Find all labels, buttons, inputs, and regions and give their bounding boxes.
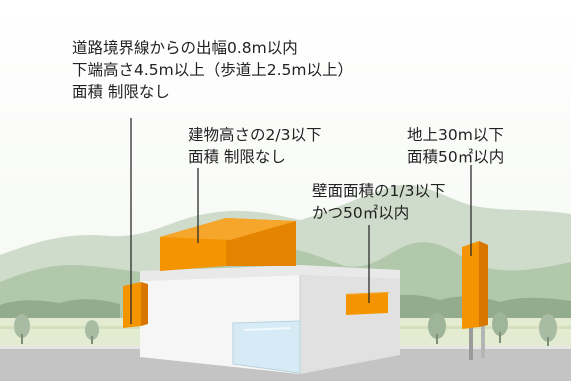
rooftop-sign-label-line1: 建物高さの2/3以下 — [188, 126, 322, 144]
wall-sign — [346, 292, 390, 315]
wall-sign-label-line2: かつ50㎡以内 — [312, 204, 410, 222]
trees-right — [428, 312, 557, 346]
rooftop-sign — [160, 218, 296, 271]
pole-sign-label: 地上30m以下 面積50㎡以内 — [407, 124, 504, 168]
rooftop-sign-label: 建物高さの2/3以下 面積 制限なし — [188, 124, 321, 168]
projecting-sign-label: 道路境界線からの出幅0.8m以内 下端高さ4.5m以上（歩道上2.5m以上） 面… — [72, 37, 353, 103]
wall-sign-label-line1: 壁面面積の1/3以下 — [312, 182, 446, 200]
glass-window — [232, 320, 301, 374]
rooftop-sign-label-line2: 面積 制限なし — [188, 148, 286, 166]
leader-lines — [130, 118, 472, 324]
wall-sign-label: 壁面面積の1/3以下 かつ50㎡以内 — [312, 180, 445, 224]
pole-sign-label-line2: 面積50㎡以内 — [407, 148, 505, 166]
building-roof — [140, 265, 400, 281]
projecting-sign-label-line3: 面積 制限なし — [72, 83, 170, 101]
projecting-sign-label-line2: 下端高さ4.5m以上（歩道上2.5m以上） — [72, 61, 353, 79]
projecting-sign — [123, 282, 148, 328]
pole-sign — [462, 241, 488, 360]
pole-sign-label-line1: 地上30m以下 — [407, 126, 504, 144]
building — [140, 265, 400, 374]
tree-line — [0, 294, 571, 322]
projecting-sign-label-line1: 道路境界線からの出幅0.8m以内 — [72, 39, 298, 57]
trees-left — [14, 314, 99, 344]
